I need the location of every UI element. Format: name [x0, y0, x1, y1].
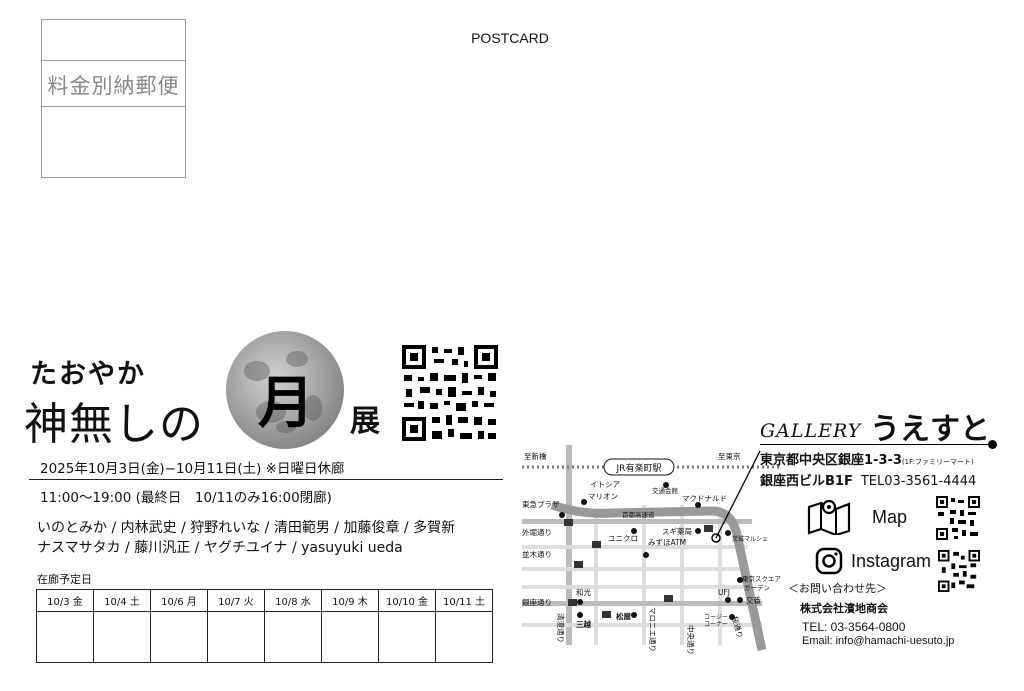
schedule-day: 10/10 金: [378, 589, 436, 612]
schedule-day: 10/11 土: [435, 589, 493, 612]
gallery-address-2: 銀座西ビルB1F TEL03-3561-4444: [760, 470, 976, 489]
map-label: コージー: [704, 614, 728, 621]
map-link-label[interactable]: Map: [872, 507, 908, 527]
map-label: 首都高速道: [622, 510, 655, 519]
map-label: 東京スクエア: [742, 574, 782, 583]
map-label: 茨城マルシェ: [732, 535, 768, 543]
map-label: みずほATM: [648, 537, 686, 547]
title-suffix: 展: [350, 404, 380, 439]
map-label: 和光: [576, 587, 591, 597]
gallery-tel: TEL03-3561-4444: [860, 474, 977, 489]
contact-email[interactable]: Email: info@hamachi-uesuto.jp: [802, 635, 955, 647]
schedule-cell: [93, 611, 151, 663]
map-label: 交通会館: [652, 486, 679, 495]
map-label: マロニエ通り: [648, 607, 658, 652]
schedule-table: 10/3 金 10/4 土 10/6 月 10/7 火 10/8 水 10/9 …: [36, 589, 493, 663]
map-label: ユニクロ: [608, 534, 638, 543]
map-label: 清澄通り: [556, 613, 566, 643]
map-label: 並木通り: [522, 549, 552, 559]
title-small: たおやか: [30, 359, 146, 390]
schedule-day: 10/6 月: [150, 589, 208, 612]
map-label: マクドナルド: [682, 494, 727, 503]
gallery-name-jp: うえすと: [870, 412, 990, 447]
map-label: UFJ: [718, 588, 730, 597]
map-label: スギ薬局: [662, 526, 692, 536]
address-note: (1F:ファミリーマート): [901, 458, 974, 466]
schedule-cell: [435, 611, 493, 663]
contact-heading: ＜お問い合わせ先＞: [788, 582, 887, 595]
qr-code-main[interactable]: [402, 345, 498, 441]
schedule-day: 10/3 金: [36, 589, 94, 612]
map-label: 三越: [576, 619, 591, 629]
map-street: [522, 519, 752, 524]
map-label: イトシア: [590, 480, 620, 489]
schedule-cell: [264, 611, 322, 663]
map-label: 至東京: [718, 451, 741, 461]
postmark-divider-top: [41, 60, 186, 61]
gallery-underline-dot: [988, 440, 997, 449]
map-street: [522, 585, 747, 589]
qr-code-instagram[interactable]: [938, 550, 980, 592]
map-icon: [807, 499, 851, 535]
postmark-divider-bottom: [41, 106, 186, 107]
gallery-address-1: 東京都中央区銀座1-3-3(1F:ファミリーマート): [760, 449, 974, 468]
map-label: 松屋: [616, 611, 631, 621]
postmark-box: [41, 19, 186, 178]
qr-code-map[interactable]: [936, 496, 980, 540]
schedule-cell: [150, 611, 208, 663]
map-label: 銀座通り: [522, 597, 552, 607]
schedule-cell: [207, 611, 265, 663]
map-markers: [559, 482, 743, 620]
schedule-day: 10/8 水: [264, 589, 322, 612]
map-street: [680, 505, 684, 645]
schedule-label: 在廊予定日: [37, 573, 92, 586]
map-label: マリオン: [588, 492, 618, 501]
schedule-cell: [36, 611, 94, 663]
map-street: [594, 515, 598, 645]
map-label: 外堀通り: [522, 527, 552, 537]
artist-line: いのとみか / 内林武史 / 狩野れいな / 清田範男 / 加藤俊章 / 多賀新: [37, 520, 456, 536]
contact-company: 株式会社濱地商会: [800, 602, 888, 615]
schedule-day: 10/9 木: [321, 589, 379, 612]
map-street: [522, 601, 762, 606]
expressway: [550, 500, 767, 651]
map-street: [522, 545, 747, 549]
title-big: 神無しの: [24, 399, 204, 450]
instagram-link-label[interactable]: Instagram: [851, 551, 932, 571]
gallery-name-en: GALLERY: [760, 420, 862, 442]
gallery-underline: [760, 444, 993, 445]
map-street: [522, 567, 747, 571]
schedule-cell: [321, 611, 379, 663]
map-street: [522, 623, 762, 627]
address-building: 銀座西ビルB1F: [760, 474, 853, 489]
event-hours: 11:00〜19:00 (最終日 10/11のみ16:00閉廊): [40, 490, 332, 506]
address-text: 東京都中央区銀座1-3-3: [760, 453, 902, 468]
artist-line: ナスマサタカ / 藤川汎正 / ヤグチユイナ / yasuyuki ueda: [37, 540, 403, 556]
schedule-day: 10/4 土: [93, 589, 151, 612]
map-label: 中央通り: [686, 625, 696, 655]
postmark-text: 料金別納郵便: [47, 74, 180, 98]
instagram-icon: [815, 547, 843, 575]
map-street: [718, 515, 722, 645]
contact-tel: TEL: 03-3564-0800: [802, 620, 906, 634]
map-label: 東急プラザ: [522, 499, 560, 509]
moon-kanji: 月: [258, 370, 314, 436]
map-label: 交番: [746, 595, 761, 605]
postcard-label: POSTCARD: [471, 30, 549, 46]
schedule-cell: [378, 611, 436, 663]
map-label: ガーデン: [744, 583, 770, 592]
divider: [29, 479, 503, 480]
map-street: [642, 505, 646, 645]
leader-line: [715, 450, 761, 539]
map-label: 至新橋: [524, 451, 547, 461]
access-map: JR有楽町駅 至新橋 至東京 東急プラザ イトシア マリオン 交通会館 マクドナ…: [522, 445, 782, 655]
station-badge: [603, 458, 675, 476]
station-label: JR有楽町駅: [616, 462, 662, 474]
schedule-day: 10/7 火: [207, 589, 265, 612]
moon-image: [226, 331, 344, 449]
map-label: コーナー: [704, 621, 728, 628]
artist-list: いのとみか / 内林武史 / 狩野れいな / 清田範男 / 加藤俊章 / 多賀新…: [37, 518, 507, 558]
event-dates: 2025年10月3日(金)−10月11日(土) ※日曜日休廊: [40, 461, 345, 477]
